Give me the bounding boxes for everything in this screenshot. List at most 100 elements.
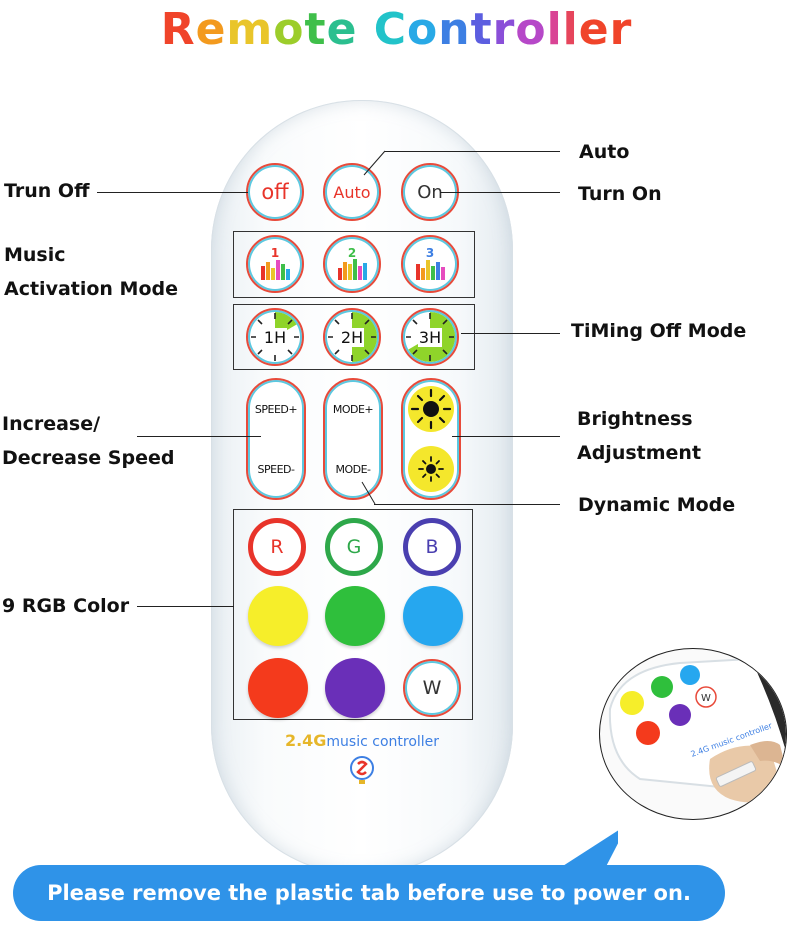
brand-suffix: music controller (326, 734, 440, 750)
title-letter: r (609, 4, 633, 55)
brightness-down-button[interactable] (403, 440, 459, 498)
page-title: Remote Controller (0, 4, 793, 55)
music-equalizer-icon: 1 (261, 246, 290, 280)
speed-up-label: SPEED+ (254, 402, 298, 416)
title-letter: e (578, 4, 610, 55)
brightness-caption-line1: Brightness (577, 408, 693, 430)
title-letter: C (373, 4, 408, 55)
yellow-color-button[interactable] (248, 586, 308, 646)
mode-rocker: MODE+ MODE- (323, 378, 383, 500)
turn-on-caption: Turn On (578, 183, 662, 205)
brand-prefix: 2.4G (284, 731, 327, 750)
title-letter: n (438, 4, 471, 55)
rgb-group-box (233, 509, 473, 720)
music-equalizer-icon: 2 (338, 246, 367, 280)
speed-rocker: SPEED+ SPEED- (246, 378, 306, 500)
auto-callout-line (385, 151, 560, 152)
timer-2h-button[interactable]: 2H (323, 308, 381, 366)
svg-text:W: W (701, 693, 711, 704)
title-letter: o (407, 4, 439, 55)
banner-text: Please remove the plastic tab before use… (47, 881, 691, 905)
purple-color-button[interactable] (325, 658, 385, 718)
brand-logo-icon (350, 756, 374, 784)
on-callout-line (440, 192, 560, 193)
speed-caption-line1: Increase/ (2, 413, 101, 435)
auto-caption: Auto (579, 141, 630, 163)
speed-caption-line2: Decrease Speed (2, 447, 175, 469)
white-button[interactable]: W (403, 659, 461, 717)
brightness-rocker (401, 378, 461, 500)
brightness-caption-line2: Adjustment (577, 442, 702, 464)
title-letter: r (492, 4, 516, 55)
music-caption-line2: Activation Mode (4, 278, 179, 300)
off-button[interactable]: off (246, 163, 304, 221)
title-letter: l (562, 4, 579, 55)
brightness-callout-line (452, 436, 560, 437)
speed-callout-line (137, 436, 261, 437)
off-callout-line (97, 192, 248, 193)
dynamic-callout-line (374, 504, 560, 505)
plastic-tab-inset: W 2.4G music controller (599, 648, 787, 820)
auto-button[interactable]: Auto (323, 163, 381, 221)
auto-label: Auto (333, 182, 371, 202)
title-letter: e (195, 4, 227, 55)
title-letter: t (304, 4, 327, 55)
blue-label: B (425, 536, 439, 558)
off-label: off (261, 180, 289, 204)
green-label: G (346, 536, 362, 558)
orange-red-color-button[interactable] (248, 658, 308, 718)
dynamic-caption: Dynamic Mode (578, 494, 736, 516)
rgb-caption: 9 RGB Color (2, 595, 130, 617)
green-button[interactable]: G (325, 518, 383, 576)
timer-1h-label: 1H (262, 327, 288, 347)
brightness-up-button[interactable] (403, 380, 459, 438)
svg-text:3: 3 (426, 246, 434, 260)
clock-icon (328, 312, 377, 362)
green-color-button[interactable] (325, 586, 385, 646)
blue-button[interactable]: B (403, 518, 461, 576)
red-label: R (270, 536, 284, 558)
title-letter: m (226, 4, 274, 55)
sun-small-icon (408, 446, 454, 492)
title-letter: t (470, 4, 493, 55)
music-mode-3-button[interactable]: 3 (401, 235, 459, 293)
music-mode-2-button[interactable]: 2 (323, 235, 381, 293)
title-letter: e (326, 4, 358, 55)
timer-3h-button[interactable]: 3H (401, 308, 459, 366)
timing-callout-line (461, 333, 560, 334)
title-letter: o (515, 4, 547, 55)
rgb-callout-line (137, 606, 234, 607)
sun-large-icon (408, 386, 454, 432)
turn-off-caption: Trun Off (4, 180, 90, 202)
mode-down-button[interactable]: MODE- (325, 440, 381, 498)
title-letter: R (160, 4, 196, 55)
speed-up-button[interactable]: SPEED+ (248, 380, 304, 438)
remote-corner-illustration: W 2.4G music controller (608, 657, 786, 803)
timer-1h-button[interactable]: 1H (246, 308, 304, 366)
auto-callout-diagonal (363, 150, 386, 176)
title-letter: o (273, 4, 305, 55)
svg-text:2: 2 (348, 246, 356, 260)
white-label: W (422, 677, 442, 699)
mode-down-label: MODE- (335, 462, 371, 476)
speed-down-label: SPEED- (257, 462, 295, 476)
power-on-banner: Please remove the plastic tab before use… (13, 865, 725, 921)
timer-3h-label: 3H (417, 327, 443, 347)
sky-blue-color-button[interactable] (403, 586, 463, 646)
music-mode-1-button[interactable]: 1 (246, 235, 304, 293)
music-equalizer-icon: 3 (416, 246, 445, 280)
title-letter: l (546, 4, 563, 55)
music-group-box (233, 231, 475, 298)
brand-text: 2.4Gmusic controller (211, 731, 513, 750)
speed-down-button[interactable]: SPEED- (248, 440, 304, 498)
mode-up-label: MODE+ (332, 402, 374, 416)
svg-text:1: 1 (271, 246, 279, 260)
music-caption-line1: Music (4, 244, 66, 266)
timing-caption: TiMing Off Mode (571, 320, 747, 342)
on-label: On (417, 181, 443, 203)
title-letter (357, 4, 373, 55)
red-button[interactable]: R (248, 518, 306, 576)
timer-2h-label: 2H (339, 327, 365, 347)
mode-up-button[interactable]: MODE+ (325, 380, 381, 438)
dynamic-callout-diagonal (361, 481, 376, 505)
